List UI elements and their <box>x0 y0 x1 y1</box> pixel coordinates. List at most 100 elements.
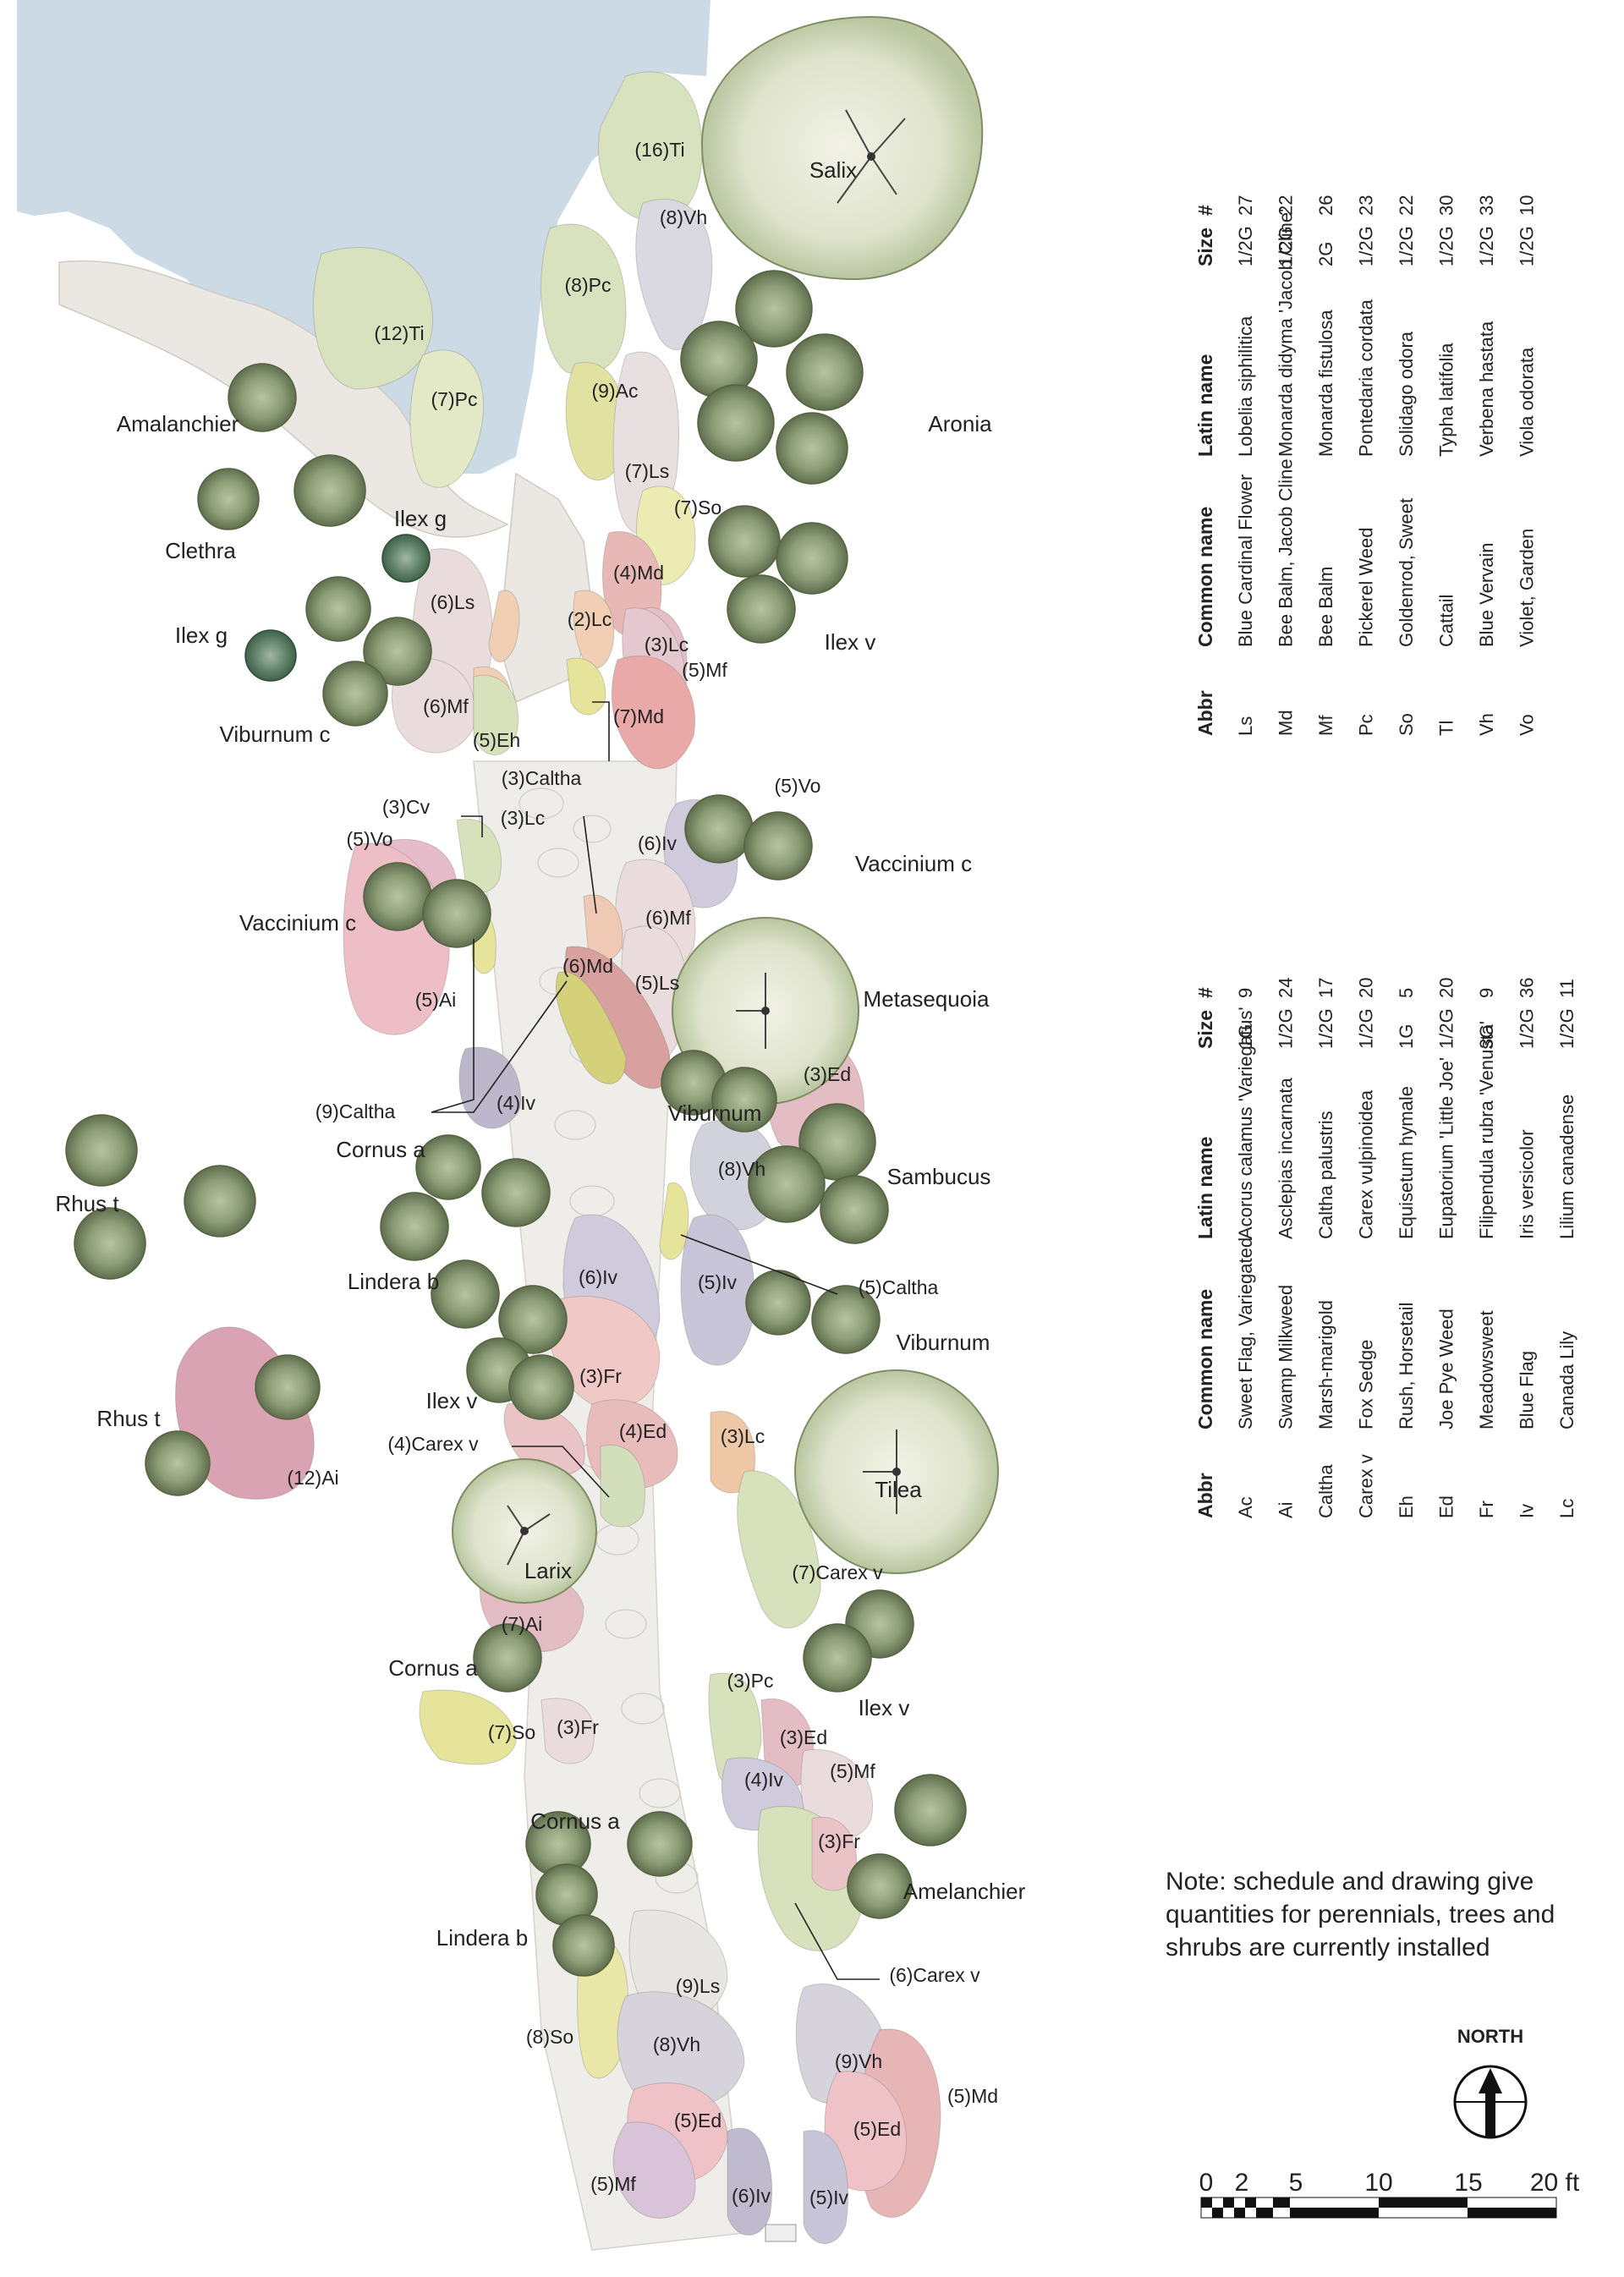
plant-label-md7: (7)Md <box>613 705 664 727</box>
shrubs <box>65 270 967 1977</box>
plant-label-vh9: (9)Vh <box>835 2050 882 2072</box>
plant-label-cv3: (3)Cv <box>382 796 431 818</box>
schedule-cell-abbr: Iv <box>1517 1504 1538 1518</box>
schedule-cell-count: 22 <box>1396 195 1417 216</box>
plant-label-vh8-low: (8)Vh <box>653 2033 700 2055</box>
schedule-cell-common: Blue Vervain <box>1476 542 1497 647</box>
plant-label-ac9: (9)Ac <box>592 380 639 402</box>
tree-label-rhus-t-1: Rhus t <box>55 1191 119 1216</box>
schedule-cell-abbr: Ls <box>1235 716 1256 736</box>
schedule-cell-latin: Filipendula rubra 'Venusta' <box>1476 1021 1497 1239</box>
schedule-cell-common: Meadowsweet <box>1476 1310 1497 1429</box>
schedule-cell-count: 30 <box>1436 195 1457 216</box>
plant-label-ai5: (5)Ai <box>415 989 457 1011</box>
schedule-cell-size: 1/2G <box>1396 226 1417 266</box>
plant-label-ti16: (16)Ti <box>634 139 684 161</box>
plant-label-so8: (8)So <box>526 2026 573 2048</box>
schedule-cell-latin: Equisetum hymale <box>1396 1086 1417 1239</box>
plant-label-pc3: (3)Pc <box>727 1670 774 1692</box>
schedule-cell-count: 9 <box>1476 988 1497 998</box>
schedule-cell-latin: Pontedaria cordata <box>1356 299 1377 457</box>
schedule-cell-size: 1/2G <box>1356 226 1377 266</box>
schedule-header-size: Size <box>1194 228 1216 266</box>
plant-label-vh8-top: (8)Vh <box>660 206 707 228</box>
tree-label-vaccinium-c-right: Vaccinium c <box>855 851 972 876</box>
schedule-cell-size: 1/2G <box>1436 1008 1457 1049</box>
schedule-cell-common: Fox Sedge <box>1356 1340 1377 1429</box>
plant-label-caltha5: (5)Caltha <box>859 1276 939 1298</box>
plant-label-pc8: (8)Pc <box>565 274 612 296</box>
schedule-cell-latin: Verbena hastata <box>1476 321 1497 457</box>
tree-label-aronia: Aronia <box>928 411 992 436</box>
schedule-cell-size: 1/2G <box>1517 226 1538 266</box>
schedule-cell-common: Blue Cardinal Flower <box>1235 475 1256 647</box>
schedule-cell-count: 20 <box>1436 978 1457 998</box>
plant-label-fr3-bottom: (3)Fr <box>818 1830 860 1852</box>
schedule-cell-latin: Lilium canadense <box>1556 1095 1577 1239</box>
plant-label-carexv7: (7)Carex v <box>792 1561 883 1583</box>
plant-label-vh8-mid: (8)Vh <box>718 1158 765 1180</box>
plant-label-ed5-left: (5)Ed <box>674 2110 721 2132</box>
bench <box>765 2224 797 2242</box>
plant-label-mf6-top: (6)Mf <box>423 695 469 717</box>
evergreen-shrubs <box>244 534 431 682</box>
schedule-cell-abbr: Vh <box>1476 713 1497 736</box>
tree-label-larix: Larix <box>524 1558 572 1583</box>
schedule-cell-abbr: So <box>1396 713 1417 736</box>
schedule-header-count: # <box>1194 987 1216 998</box>
schedule-cell-abbr: Carex v <box>1356 1454 1377 1518</box>
schedule-cell-count: 27 <box>1235 195 1256 216</box>
schedule-cell-abbr: Ed <box>1436 1495 1457 1518</box>
scale-tick-label: 10 <box>1364 2169 1392 2197</box>
scale-tick-label: 0 <box>1199 2169 1214 2197</box>
schedule-cell-abbr: Md <box>1276 710 1297 736</box>
scale-tick-label: 5 <box>1289 2169 1303 2197</box>
tree-label-ilex-v-low: Ilex v <box>859 1695 910 1720</box>
schedule-cell-common: Cattail <box>1436 595 1457 647</box>
plant-label-pc7: (7)Pc <box>431 388 478 410</box>
plant-label-iv6-bottom: (6)Iv <box>732 2185 771 2207</box>
pond-water <box>17 0 710 474</box>
schedule-cell-latin: Asclepias incarnata <box>1276 1077 1297 1239</box>
schedule-cell-abbr: Vo <box>1517 714 1538 736</box>
scale-tick-label: 20 ft <box>1530 2169 1580 2197</box>
schedule-header-common: Common name <box>1194 507 1216 647</box>
schedule-cell-common: Joe Pye Weed <box>1436 1309 1457 1429</box>
tree-label-lindera-b-2: Lindera b <box>436 1925 528 1951</box>
plant-label-lc2: (2)Lc <box>568 608 612 630</box>
plant-label-fr3-low: (3)Fr <box>557 1716 599 1738</box>
schedule-cell-size: 1/2G <box>1315 1008 1336 1049</box>
schedule-cell-count: 10 <box>1517 195 1538 216</box>
plant-label-fr3-mid: (3)Fr <box>579 1365 622 1387</box>
schedule-header-abbr: Abbr <box>1194 690 1216 736</box>
plant-label-md5: (5)Md <box>947 2085 998 2107</box>
plant-label-carexv6: (6)Carex v <box>889 1964 980 1986</box>
tree-label-amelanchier-low: Amelanchier <box>903 1879 1026 1904</box>
plant-label-so7-low: (7)So <box>488 1721 535 1743</box>
plant-label-iv6-mid: (6)Iv <box>579 1266 618 1288</box>
schedule-header-count: # <box>1194 205 1216 216</box>
tree-centers <box>520 152 901 1535</box>
schedule-cell-size: 1/2G <box>1276 226 1297 266</box>
schedule-cell-count: 11 <box>1556 979 1577 998</box>
plant-label-so7-top: (7)So <box>674 497 721 518</box>
scale-tick-label: 2 <box>1235 2169 1249 2197</box>
plant-label-iv6-top: (6)Iv <box>638 832 678 854</box>
schedule-cell-latin: Typha latifolia <box>1436 343 1457 457</box>
schedule-cell-common: Bee Balm, Jacob Cline <box>1276 458 1297 647</box>
schedule-cell-latin: Monarda fistulosa <box>1315 310 1336 457</box>
plant-label-ls7: (7)Ls <box>625 460 669 482</box>
schedule-header-latin: Latin name <box>1194 354 1216 457</box>
schedule-cell-common: Bee Balm <box>1315 567 1336 647</box>
tree-label-viburnum-right: Viburnum <box>897 1330 990 1355</box>
plant-label-carexv4: (4)Carex v <box>387 1433 479 1455</box>
tree-label-cornus-a-1: Cornus a <box>336 1137 425 1162</box>
schedule-cell-count: 23 <box>1356 195 1377 216</box>
schedule-cell-latin: Iris versicolor <box>1517 1129 1538 1239</box>
schedule-cell-size: 1/2G <box>1436 226 1457 266</box>
north-label: NORTH <box>1457 2026 1523 2047</box>
plant-label-caltha3: (3)Caltha <box>502 767 582 789</box>
